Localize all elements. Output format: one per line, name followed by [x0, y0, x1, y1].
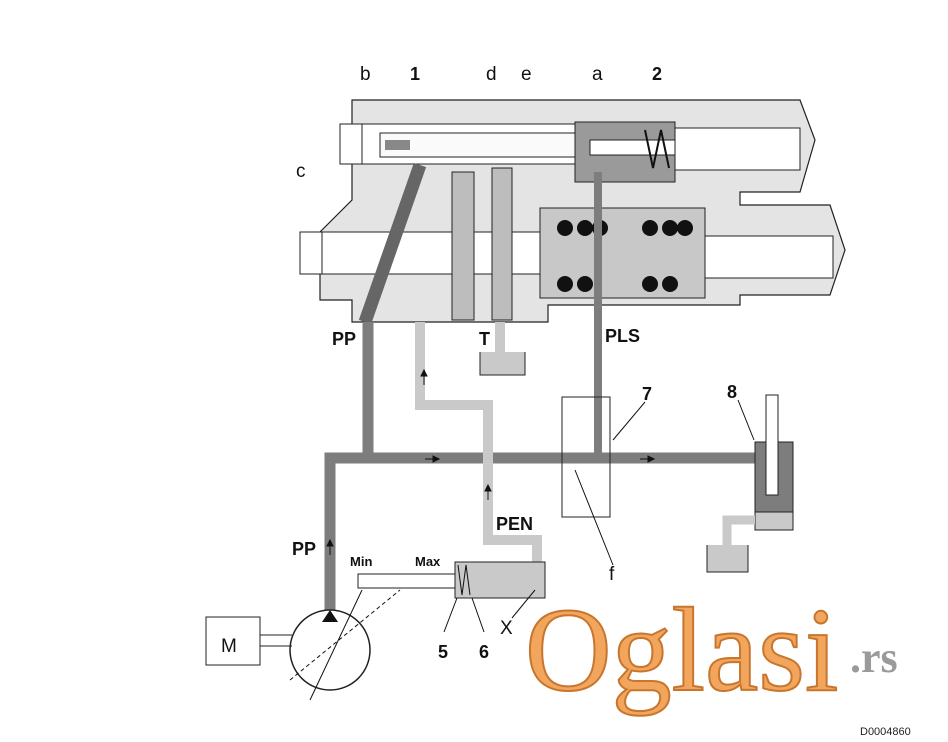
channel-d — [451, 171, 475, 321]
orifice-block-7 — [561, 396, 611, 518]
spring-5 — [457, 564, 471, 596]
callout-d: d — [486, 64, 497, 85]
callout-7: 7 — [642, 384, 652, 404]
port-t: T — [479, 329, 490, 349]
watermark-tld: .rs — [850, 633, 898, 682]
leader-5 — [443, 597, 458, 633]
motor-label: M — [221, 636, 237, 657]
callout-f: f — [609, 564, 615, 585]
port-pen: PEN — [496, 514, 533, 534]
callout-5: 5 — [438, 642, 448, 662]
leader-8 — [737, 399, 755, 441]
spring-b — [385, 140, 410, 150]
callout-6: 6 — [479, 642, 489, 662]
adjust-screw-upper — [674, 127, 801, 171]
tank-t — [479, 352, 526, 376]
pen-line — [415, 322, 542, 562]
servo-rod — [357, 573, 459, 589]
pp-line — [324, 322, 755, 645]
callout-a: a — [592, 64, 603, 85]
leader-6 — [471, 597, 485, 633]
leader-7 — [612, 401, 646, 441]
callout-b: b — [360, 64, 371, 85]
callout-1: 1 — [410, 64, 420, 84]
label-min: Min — [350, 554, 372, 569]
port-pp-top: PP — [332, 329, 356, 349]
callout-e: e — [521, 64, 532, 85]
motor-shaft — [260, 634, 292, 647]
port-pls: PLS — [605, 326, 640, 346]
cylinder-8-rod — [765, 394, 779, 496]
leader-x — [511, 589, 536, 619]
callout-c: c — [296, 161, 306, 182]
cylinder-8-lower — [754, 511, 794, 531]
flow-arrows — [326, 368, 656, 555]
variable-arrow — [309, 589, 363, 701]
tank-8 — [706, 545, 749, 573]
adjust-screw-lower — [704, 235, 834, 279]
leader-f — [574, 469, 614, 566]
spool-1 — [379, 132, 581, 158]
callout-2: 2 — [652, 64, 662, 84]
motor-box — [205, 616, 261, 666]
callout-8: 8 — [727, 382, 737, 402]
pump-outlet-triangle — [322, 610, 338, 622]
watermark-brand: Oglasi — [525, 583, 838, 716]
cartridge-2-stem — [589, 139, 676, 156]
channel-e — [491, 167, 513, 321]
channel-c — [358, 162, 427, 325]
lower-plug — [299, 231, 323, 275]
spring-2 — [644, 129, 670, 169]
upper-plug — [339, 123, 363, 165]
callout-x: X — [500, 618, 513, 639]
control-dashed — [289, 589, 401, 681]
label-max: Max — [415, 554, 441, 569]
drawing-code: D0004860 — [860, 726, 911, 738]
port-pp-left: PP — [292, 539, 316, 559]
